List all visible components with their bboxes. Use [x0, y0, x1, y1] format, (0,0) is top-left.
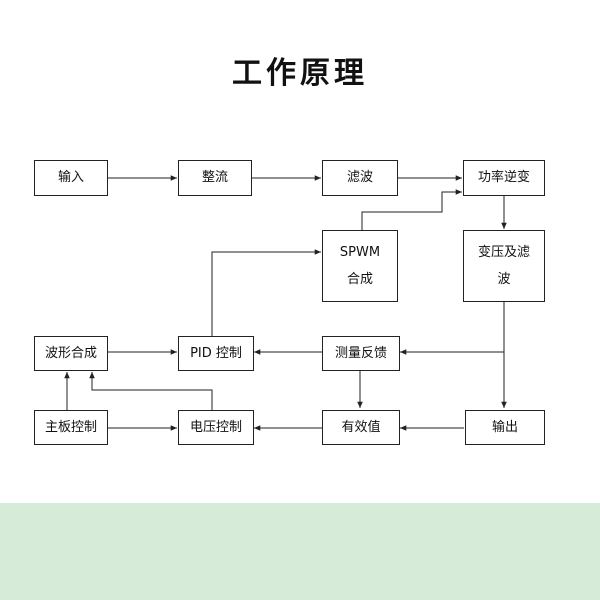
block-waveform-synthesis: 波形合成: [34, 336, 108, 371]
block-power-inverter-label: 功率逆变: [477, 170, 530, 186]
block-input: 输入: [34, 160, 108, 196]
block-measure-feedback-label: 测量反馈: [334, 345, 387, 361]
block-spwm-label-1: SPWM: [339, 244, 381, 260]
block-rectify: 整流: [178, 160, 252, 196]
block-rectify-label: 整流: [201, 170, 228, 186]
arrow-spwm-to-inverter: [361, 189, 462, 230]
block-spwm: SPWM 合成: [322, 230, 398, 302]
arrow-voltage-to-waveform: [89, 372, 213, 410]
diagram-title: 工作原理: [232, 56, 368, 91]
block-pid-control: PID 控制: [178, 336, 254, 371]
block-main-board-control: 主板控制: [34, 410, 108, 445]
block-transformer-filter: 变压及滤 波: [463, 230, 545, 302]
block-transformer-filter-label-1: 变压及滤: [477, 244, 530, 260]
block-measure-feedback: 测量反馈: [322, 336, 400, 371]
block-rms-value: 有效值: [322, 410, 400, 445]
block-power-inverter: 功率逆变: [463, 160, 545, 196]
block-pid-control-label: PID 控制: [190, 345, 242, 361]
block-spwm-label-2: 合成: [346, 271, 373, 287]
block-transformer-filter-label-2: 波: [497, 271, 511, 287]
footer-band: [0, 503, 600, 600]
block-input-label: 输入: [57, 170, 84, 186]
block-filter-label: 滤波: [346, 170, 373, 186]
block-output: 输出: [465, 410, 545, 445]
block-main-board-control-label: 主板控制: [44, 419, 97, 435]
block-voltage-control: 电压控制: [178, 410, 254, 445]
block-output-label: 输出: [491, 419, 518, 435]
block-waveform-synthesis-label: 波形合成: [44, 345, 97, 361]
arrow-pid-to-spwm: [211, 249, 321, 337]
block-filter: 滤波: [322, 160, 398, 196]
block-voltage-control-label: 电压控制: [189, 419, 242, 435]
block-rms-value-label: 有效值: [341, 419, 381, 435]
